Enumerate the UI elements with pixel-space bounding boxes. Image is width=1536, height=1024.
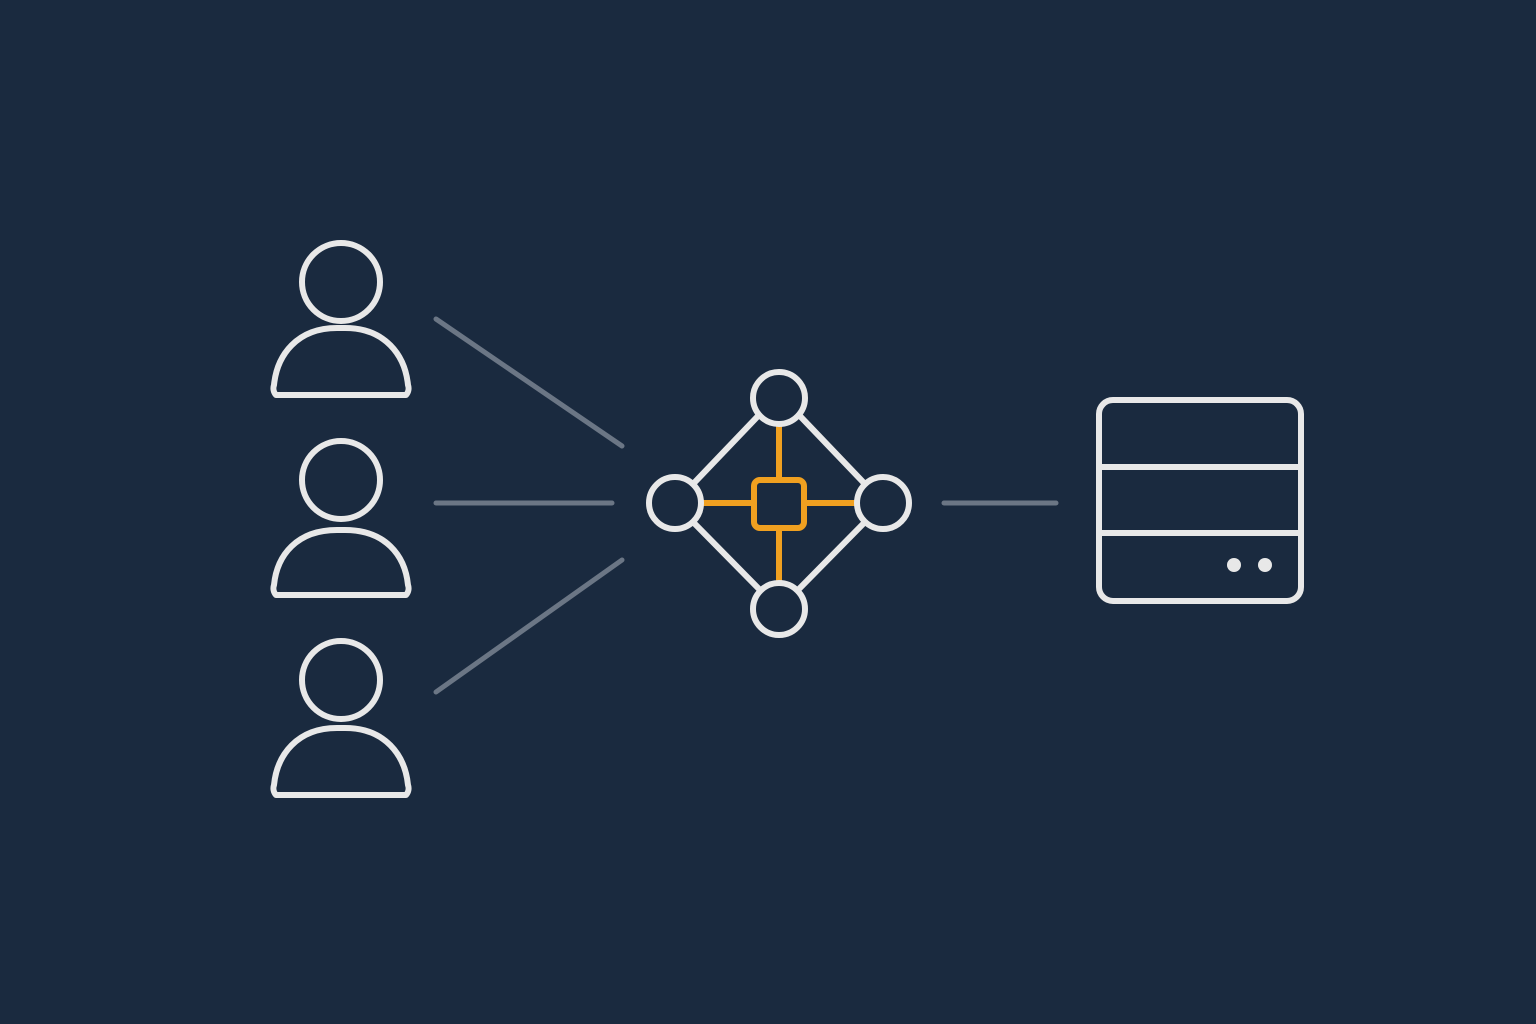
- hub-node-right: [854, 474, 912, 532]
- user-icon: [270, 638, 412, 798]
- server-status-dots: [1227, 558, 1272, 572]
- server-status-dot: [1227, 558, 1241, 572]
- connector-user-3-to-hub: [433, 557, 625, 695]
- hub-node-left: [646, 474, 704, 532]
- hub-core-square: [751, 477, 807, 531]
- connectors: [433, 316, 1059, 695]
- hub-nodes: [646, 369, 912, 638]
- user-icon: [270, 438, 412, 598]
- hub-node-bottom: [750, 580, 808, 638]
- network-hub-icon: [646, 369, 912, 638]
- server-frame: [1096, 397, 1304, 604]
- server-icon: [1096, 397, 1304, 604]
- hub-node-top: [750, 369, 808, 427]
- user-icon: [270, 240, 412, 398]
- connector-user-1-to-hub: [433, 316, 625, 449]
- hub-outer-links: [691, 412, 867, 594]
- hub-inner-links: [700, 423, 858, 583]
- server-status-dot: [1258, 558, 1272, 572]
